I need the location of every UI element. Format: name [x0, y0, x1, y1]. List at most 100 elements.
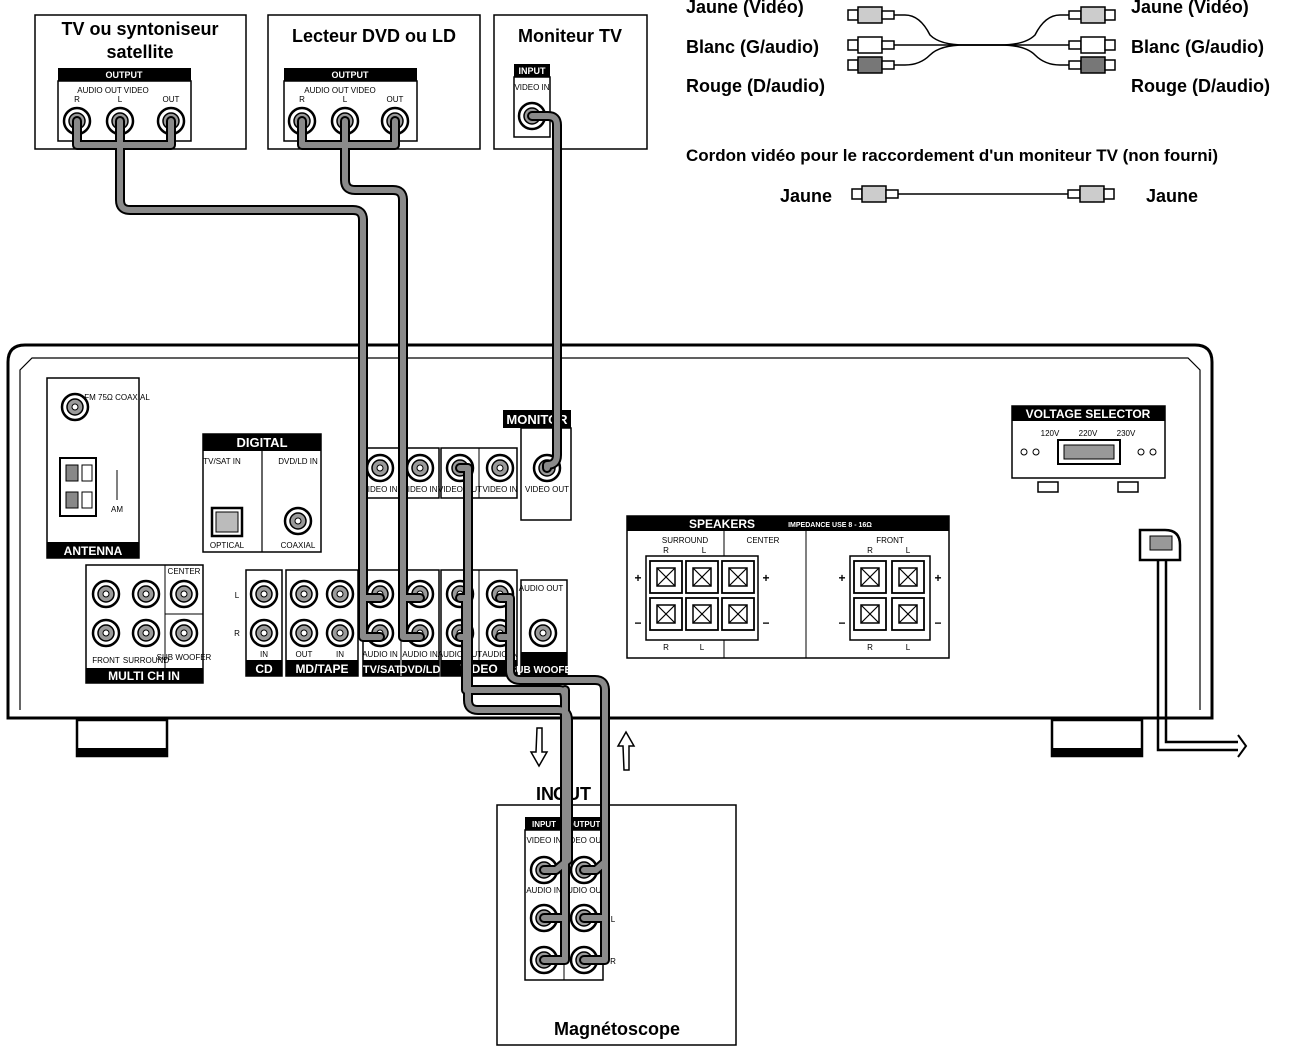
multi-surround-r-jack — [131, 618, 161, 648]
power-cord — [1138, 528, 1248, 758]
md-in-l-jack — [325, 579, 355, 609]
front-minus-sign-left: − — [838, 616, 845, 630]
vcr-output-label: OUTPUT — [568, 820, 601, 829]
cd-r-jack — [249, 618, 279, 648]
dvdld-audio-in-label: AUDIO IN — [402, 650, 438, 659]
multi-subwoofer-label: SUB WOOFER — [157, 653, 212, 662]
multi-center-label: CENTER — [168, 567, 201, 576]
multi-subwoofer-jack — [169, 618, 199, 648]
front-r-minus-terminal — [853, 597, 887, 631]
front-r-label: R — [867, 546, 873, 555]
front-l-label: L — [906, 546, 911, 555]
surround-l-plus-terminal — [685, 560, 719, 594]
dvd-r-label: R — [299, 95, 305, 104]
vcr-title: Magnétoscope — [554, 1019, 680, 1039]
video-video-in-jack — [485, 453, 515, 483]
front-plus-sign-right: + — [934, 571, 941, 585]
center-plus-terminal — [721, 560, 755, 594]
dvdld-video-in-jack — [405, 453, 435, 483]
signal-down-arrow — [529, 727, 549, 768]
antenna-label: ANTENNA — [64, 544, 123, 558]
optical-label: OPTICAL — [210, 541, 245, 550]
tv-sat-label: TV/SAT — [363, 664, 402, 676]
voltage-option-3: 230V — [1117, 429, 1136, 438]
subwoofer-section: AUDIO OUT SUB WOOFER — [510, 579, 580, 677]
front-l-bottom-label: L — [906, 643, 911, 652]
vcr-l-label: L — [611, 915, 616, 924]
monitor-tv-video-in-label: VIDEO IN — [514, 83, 549, 92]
cd-l-jack — [249, 579, 279, 609]
sub-woofer-label: SUB WOOFER — [510, 665, 580, 676]
video-audio-out-label: AUDIO OUT — [438, 650, 483, 659]
multi-ch-in-section: CENTER FRONT SURROUND SUB WOOFER MULTI C… — [85, 564, 212, 684]
md-tape-label: MD/TAPE — [295, 662, 348, 676]
video-video-in-label: VIDEO IN — [482, 485, 517, 494]
am-label: AM — [111, 505, 123, 514]
digital-label: DIGITAL — [236, 435, 287, 450]
voltage-selector: VOLTAGE SELECTOR 120V 220V 230V — [1011, 405, 1166, 493]
monitor-video-out-label: VIDEO OUT — [525, 485, 569, 494]
tvsat-audio-in-label: AUDIO IN — [362, 650, 398, 659]
multi-front-r-jack — [91, 618, 121, 648]
video-cord-right-label: Jaune — [1146, 186, 1198, 206]
digital-dvdld-in-label: DVD/LD IN — [278, 457, 318, 466]
surround-l-bottom-label: L — [700, 643, 705, 652]
dvd-title: Lecteur DVD ou LD — [292, 26, 456, 46]
legend-left-yellow: Jaune (Vidéo) — [686, 0, 804, 17]
vcr-r-label: R — [610, 957, 616, 966]
surround-minus-sign: − — [634, 616, 641, 630]
dvd-audio-out-video-label: AUDIO OUT VIDEO — [304, 86, 375, 95]
front-label: FRONT — [876, 536, 904, 545]
subwoofer-out-jack — [528, 618, 558, 648]
monitor-section: MONITOR VIDEO OUT — [503, 410, 572, 521]
tv-sat-title-line1: TV ou syntoniseur — [61, 19, 218, 39]
center-minus-terminal — [721, 597, 755, 631]
tv-sat-audio-out-video-label: AUDIO OUT VIDEO — [77, 86, 148, 95]
front-l-plus-terminal — [891, 560, 925, 594]
surround-r-bottom-label: R — [663, 643, 669, 652]
legend-left-white: Blanc (G/audio) — [686, 37, 819, 57]
md-tape-section: OUT IN MD/TAPE — [285, 569, 359, 677]
front-r-plus-terminal — [853, 560, 887, 594]
tvsat-video-in-label: VIDEO IN — [362, 485, 397, 494]
center-minus-sign: − — [762, 616, 769, 630]
dvd-output-label: OUTPUT — [332, 70, 370, 80]
cd-in-label: IN — [260, 650, 268, 659]
center-label: CENTER — [747, 536, 780, 545]
center-plus-sign: + — [762, 571, 769, 585]
monitor-tv-input-label: INPUT — [519, 66, 547, 76]
impedance-label: IMPEDANCE USE 8 - 16Ω — [788, 522, 872, 529]
surround-r-plus-terminal — [649, 560, 683, 594]
multi-ch-in-label: MULTI CH IN — [108, 669, 180, 683]
cable-legend: Jaune (Vidéo) Blanc (G/audio) Rouge (D/a… — [686, 0, 1270, 206]
multi-surround-l-jack — [131, 579, 161, 609]
voltage-option-2: 220V — [1079, 429, 1098, 438]
cd-r-label: R — [234, 629, 240, 638]
vcr-video-in-label: VIDEO IN — [526, 836, 561, 845]
legend-right-white: Blanc (G/audio) — [1131, 37, 1264, 57]
speakers-label: SPEAKERS — [689, 517, 755, 531]
multi-front-label: FRONT — [92, 656, 120, 665]
dvdld-video-in-label: VIDEO IN — [402, 485, 437, 494]
surround-plus-sign: + — [634, 571, 641, 585]
multi-surround-label: SURROUND — [123, 656, 169, 665]
monitor-tv-device: Moniteur TV INPUT VIDEO IN — [493, 14, 648, 150]
video-cord-caption: Cordon vidéo pour le raccordement d'un m… — [686, 146, 1218, 165]
cd-l-label: L — [235, 591, 240, 600]
cd-label: CD — [255, 662, 273, 676]
digital-tvsat-in-label: TV/SAT IN — [203, 457, 241, 466]
md-out-r-jack — [289, 618, 319, 648]
monitor-tv-title: Moniteur TV — [518, 26, 622, 46]
video-video-out-label: VIDEO OUT — [438, 485, 482, 494]
speakers-section: SPEAKERS IMPEDANCE USE 8 - 16Ω SURROUND … — [626, 515, 950, 659]
tv-sat-device: TV ou syntoniseur satellite OUTPUT AUDIO… — [34, 14, 247, 150]
dvd-device: Lecteur DVD ou LD OUTPUT AUDIO OUT VIDEO… — [267, 14, 481, 150]
dvd-l-label: L — [343, 95, 348, 104]
tvsat-video-in-jack — [365, 453, 395, 483]
surround-r-minus-terminal — [649, 597, 683, 631]
md-out-label: OUT — [296, 650, 313, 659]
voltage-selector-label: VOLTAGE SELECTOR — [1026, 407, 1151, 421]
cd-section: L R IN CD — [234, 569, 283, 677]
coaxial-jack — [283, 506, 313, 536]
dvd-out-label: OUT — [387, 95, 404, 104]
